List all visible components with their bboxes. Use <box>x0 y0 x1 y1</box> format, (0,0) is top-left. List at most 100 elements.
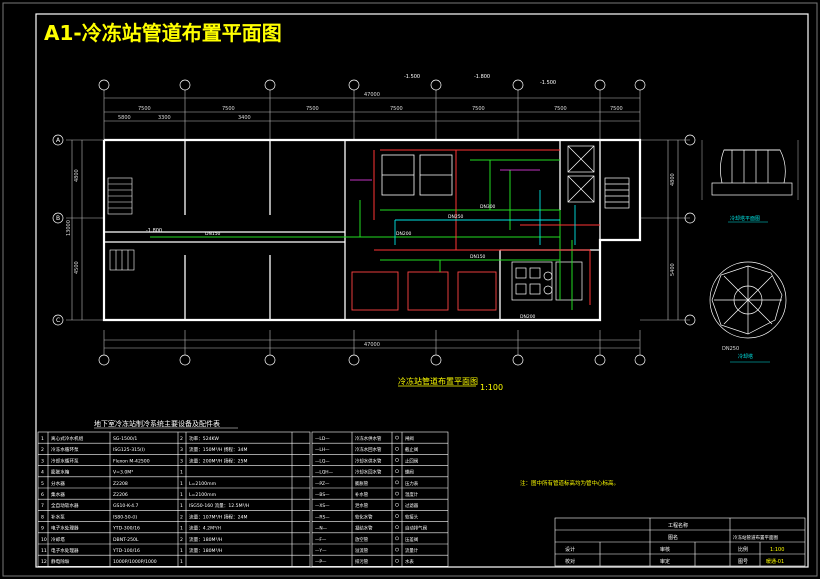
overall-dim-top: 47000 <box>364 92 380 98</box>
equipment-cell-qty: 1 <box>180 492 183 498</box>
equipment-cell-name: 电子水处理器 <box>51 525 79 532</box>
equipment-table-title: 地下室冷冻站制冷系统主要设备及配件表 <box>94 419 220 428</box>
chiller-units <box>381 154 453 196</box>
equipment-cell-no: 9 <box>41 526 44 532</box>
legend-valve-text: 自动排气阀 <box>405 525 427 532</box>
legend-valve-symbol <box>395 446 399 451</box>
legend-symbol: —LD— <box>315 436 330 442</box>
legend-valve-text: 闸阀 <box>405 435 414 442</box>
title-checker: 校对 <box>565 558 575 565</box>
plan-annotations: 47000 47000 7500 7500 7500 7500 7500 750… <box>56 74 676 392</box>
legend-pipe-text: 冷冻水回水管 <box>355 446 382 453</box>
legend-valve-text: 压力表 <box>405 480 419 487</box>
equipment-cell-no: 1 <box>41 436 44 442</box>
equipment-cell-qty: 2 <box>180 537 183 543</box>
red-pipes <box>373 149 600 305</box>
equipment-cell-model: Flexon M-42500 <box>113 458 150 464</box>
equipment-cell-name: 集水器 <box>51 491 65 498</box>
equipment-cell-no: 6 <box>41 492 44 498</box>
legend-valve-text: 止回阀 <box>405 457 418 464</box>
title-block <box>554 517 806 567</box>
equipment-cell-no: 3 <box>41 458 44 464</box>
grid-letter-c: C <box>56 317 60 324</box>
equipment-cell-name: 全自动软水器 <box>51 502 79 509</box>
legend-symbol: —Y— <box>315 548 327 554</box>
legend-pipe-text: 补水管 <box>355 491 369 498</box>
title-sheet-value: 暖通-01 <box>766 558 784 565</box>
equipment-cell-model: IS80-50-(I) <box>113 514 137 520</box>
legend-valve-symbol <box>395 502 399 507</box>
elevation-mark-2: -1.800 <box>474 74 490 80</box>
grid-letter-a: A <box>56 137 61 144</box>
equipment-cell-qty: 1 <box>180 559 183 565</box>
legend-pipe-text: 溢流管 <box>355 547 369 554</box>
equipment-cell-qty: 2 <box>180 514 183 520</box>
right-dimension-lines <box>640 139 690 321</box>
legend-pipe-text: 冷却水回水管 <box>355 469 382 476</box>
legend-pipe-text: 膨胀管 <box>355 480 369 487</box>
legend-symbol: —LQH— <box>315 470 334 476</box>
detail-round-caption: DN250 <box>722 346 739 352</box>
legend-valve-text: 压差阀 <box>405 536 418 543</box>
legend-pipe-text: 软化水管 <box>355 513 373 520</box>
legend-valve-symbol <box>395 547 399 552</box>
top-dim-3: 7500 <box>306 106 319 112</box>
overall-dim-bottom: 47000 <box>364 342 380 348</box>
title-reviewer: 审核 <box>660 546 670 553</box>
legend-symbol: —LH— <box>315 447 330 453</box>
equipment-cell-no: 4 <box>41 470 44 476</box>
legend-valve-text: 过滤器 <box>405 502 419 509</box>
equipment-cell-spec: ISG50-160 流量：12.5M³/H <box>189 502 249 509</box>
equipment-cell-model: DBNT-250L <box>113 537 139 543</box>
top-dim-7: 7500 <box>610 106 623 112</box>
equipment-cell-spec: 流量：150M³/H 扬程：34M <box>189 446 247 453</box>
legend-symbol: —N— <box>315 526 328 532</box>
floor-plan <box>52 79 696 366</box>
legend-valve-symbol <box>395 558 399 563</box>
legend-symbol: —LQ— <box>315 458 330 464</box>
equipment-cell-no: 10 <box>41 537 47 543</box>
magenta-lines <box>350 169 540 181</box>
left-grid-bubbles <box>52 134 64 326</box>
equipment-cell-name: 膨胀水箱 <box>51 469 70 476</box>
legend-pipe-text: 凝结水管 <box>355 525 373 532</box>
title-scale-value: 1:100 <box>770 547 784 553</box>
pipe-network <box>150 149 600 310</box>
equipment-cell-model: V=3.0M³ <box>113 470 133 476</box>
equipment-cell-name: 分水器 <box>51 480 65 487</box>
equipment-table-grid <box>37 431 311 567</box>
left-dim-1: 4800 <box>74 169 80 182</box>
equipment-cell-model: Z2208 <box>113 481 128 487</box>
sub-dim-3: 3400 <box>238 115 251 121</box>
equipment-cell-name: 冷却水循环泵 <box>51 457 79 464</box>
equipment-cell-qty: 1 <box>180 526 183 532</box>
right-dim-1: 4800 <box>670 173 676 186</box>
top-dim-1: 7500 <box>138 106 151 112</box>
top-dim-6: 7500 <box>554 106 567 112</box>
equipment-cell-no: 7 <box>41 503 44 509</box>
equipment-cell-spec: L=2100mm <box>189 492 217 498</box>
legend-valve-text: 蝶阀 <box>405 469 414 476</box>
elevation-mark-4: -1.800 <box>146 228 162 234</box>
left-dim-2: 13000 <box>66 220 72 236</box>
title-approver: 审定 <box>660 558 670 565</box>
equipment-cell-qty: 1 <box>180 548 183 554</box>
elevation-mark-1: -1.500 <box>404 74 420 80</box>
legend-valve-text: 流量计 <box>405 547 419 554</box>
legend-symbol: —PZ— <box>315 481 330 487</box>
pipe-tag-6: DN200 <box>520 314 536 320</box>
equipment-cell-no: 2 <box>41 447 44 453</box>
cooling-tower-elevation: 冷却塔平面图 <box>701 140 799 223</box>
equipment-cell-no: 5 <box>41 481 44 487</box>
stair-left <box>107 177 135 271</box>
equipment-cell-spec: 流量：180M³/H <box>189 547 222 554</box>
left-dimension-lines <box>66 139 104 321</box>
legend-pipe-text: 冷冻水供水管 <box>355 435 382 442</box>
equipment-cell-model: GS10-K-4.7 <box>113 503 139 509</box>
legend-valve-symbol <box>395 435 399 440</box>
drawing-frame <box>35 13 809 568</box>
legend-valve-symbol <box>395 525 399 530</box>
legend-valve-symbol <box>395 536 399 541</box>
equipment-cell-spec: 流量：180M³/H <box>189 536 222 543</box>
